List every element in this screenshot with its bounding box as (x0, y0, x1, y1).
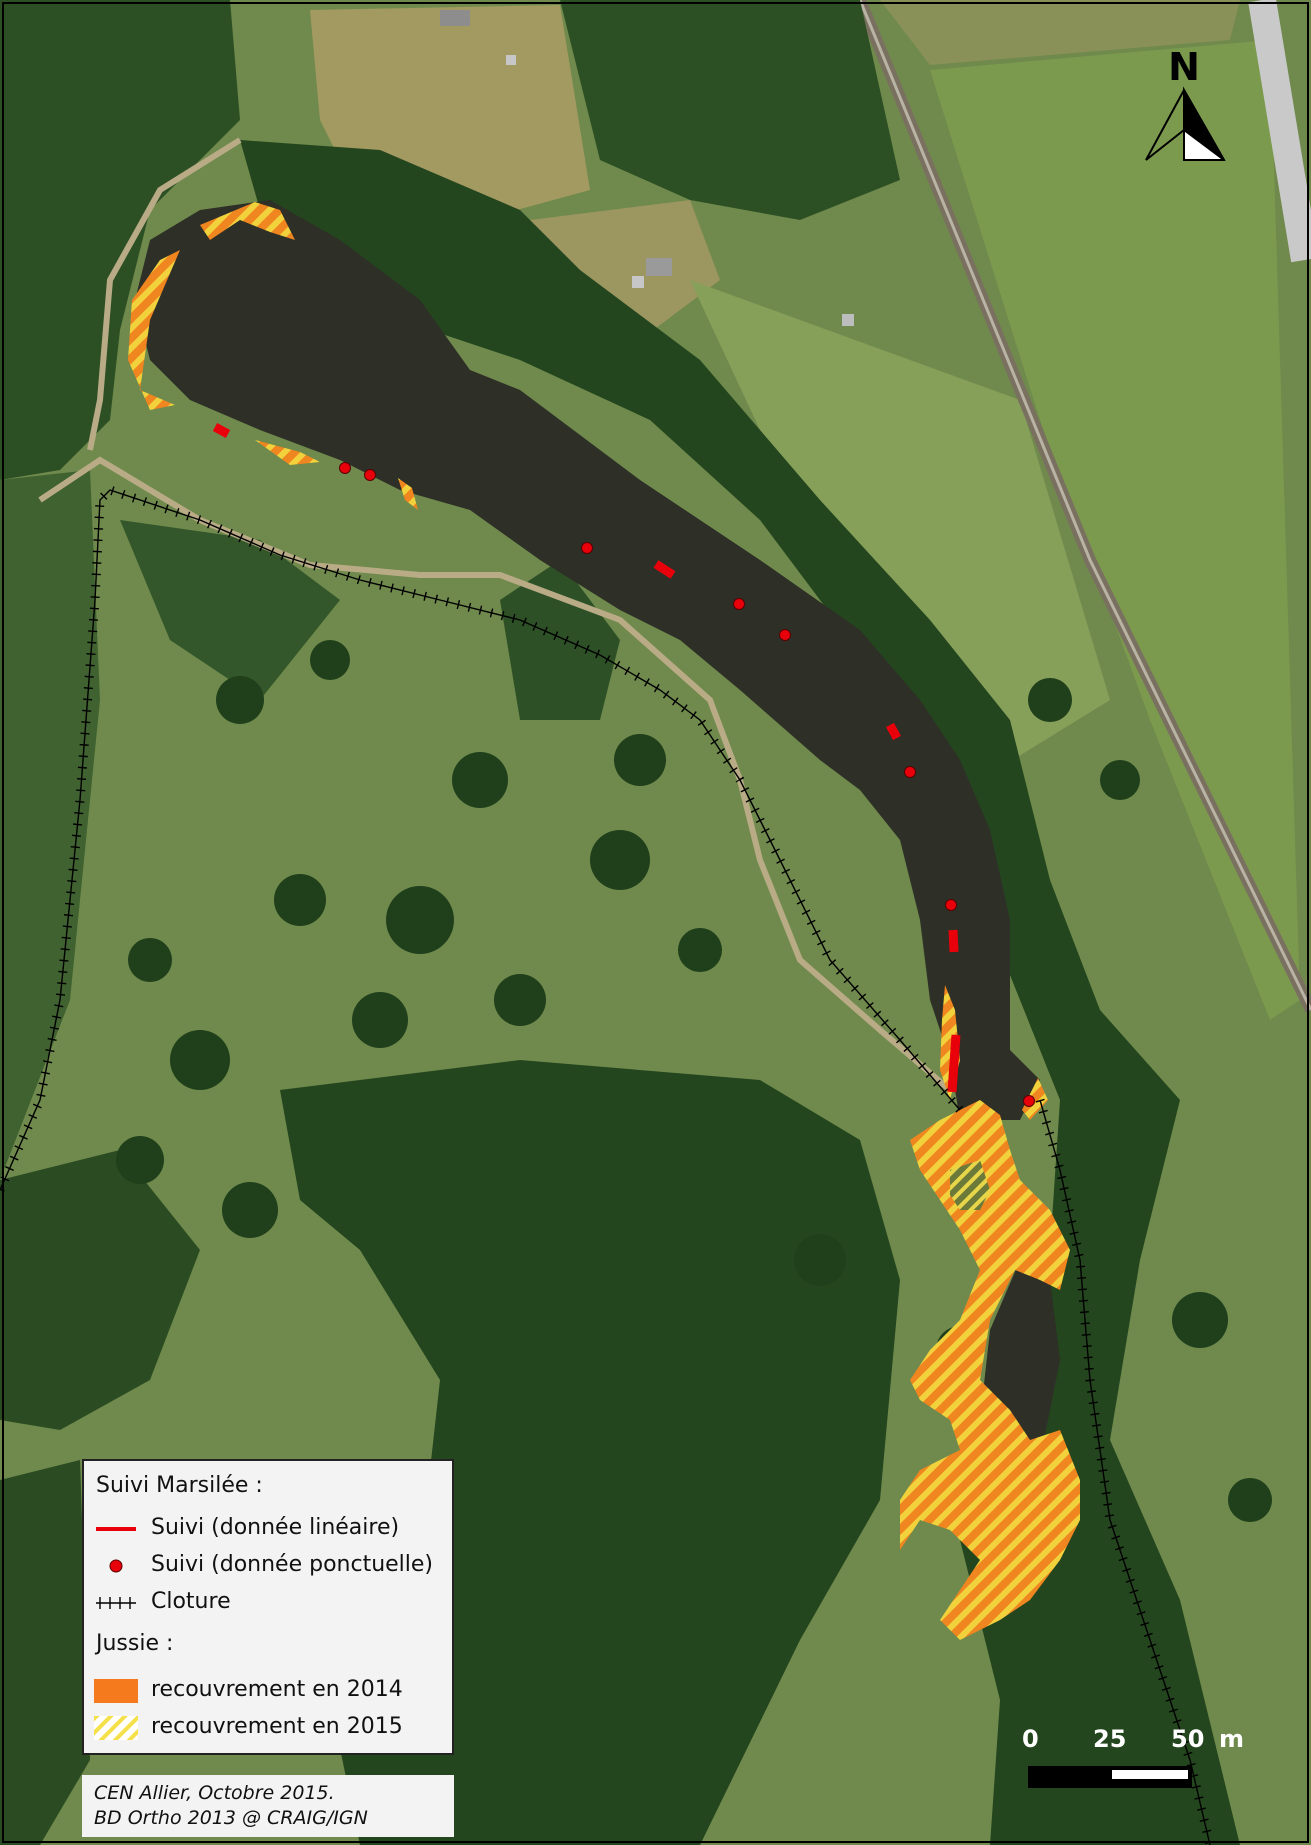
legend-item-jussie-2014: recouvrement en 2014 (84, 1675, 452, 1709)
highway (1248, 0, 1311, 263)
scale-label-50: 50 (1171, 1725, 1205, 1753)
fence-west (0, 489, 961, 1191)
field-northeast (880, 0, 1240, 65)
suivi-lineaire (212, 423, 961, 1093)
field-east (930, 40, 1300, 1020)
north-arrow-label: N (1168, 45, 1200, 89)
legend-label: Suivi (donnée linéaire) (151, 1515, 400, 1540)
legend-item-suivi-ponctuelle: Suivi (donnée ponctuelle) (84, 1550, 452, 1584)
scattered-trees (116, 640, 1272, 1522)
legend-title-marsilee: Suivi Marsilée : (96, 1473, 263, 1498)
fence-icon (96, 1597, 136, 1609)
map-credits: CEN Allier, Octobre 2015. BD Ortho 2013 … (82, 1775, 454, 1837)
scale-label-25: 25 (1093, 1725, 1127, 1753)
jussie-2015-green-patch (950, 1160, 990, 1210)
red-line-icon (96, 1527, 136, 1531)
legend-label: recouvrement en 2015 (151, 1714, 403, 1739)
pond (135, 200, 1040, 1120)
legend-item-jussie-2015: recouvrement en 2015 (84, 1712, 452, 1746)
dirt-path-north (87, 137, 242, 451)
red-dot-icon (109, 1559, 123, 1573)
yellow-hatch-icon (94, 1716, 138, 1740)
fence-east (1039, 1099, 1211, 1845)
grass-central (690, 280, 1110, 780)
legend-item-cloture: Cloture (84, 1587, 452, 1621)
suivi-ponctuelle (339, 462, 1035, 1107)
north-arrow: N (1145, 45, 1226, 161)
legend-item-suivi-lineaire: Suivi (donnée linéaire) (84, 1513, 452, 1547)
forest-northwest (0, 0, 240, 480)
forest-west-strip (0, 470, 100, 1180)
legend-label: Cloture (151, 1589, 231, 1614)
scale-label-0: 0 (1022, 1725, 1039, 1753)
credit-line-1: CEN Allier, Octobre 2015. (94, 1782, 335, 1804)
credit-line-2: BD Ortho 2013 @ CRAIG/IGN (94, 1807, 368, 1829)
scale-bar (1028, 1766, 1192, 1788)
legend-label: recouvrement en 2014 (151, 1677, 403, 1702)
scale-unit: m (1219, 1725, 1245, 1753)
map-legend: Suivi Marsilée : Suivi (donnée linéaire)… (82, 1459, 454, 1755)
orange-fill-icon (94, 1679, 138, 1703)
railway-track (858, 0, 1311, 1011)
legend-title-jussie: Jussie : (96, 1631, 174, 1656)
jussie-2014-polygon (900, 1100, 1080, 1640)
legend-label: Suivi (donnée ponctuelle) (151, 1552, 434, 1577)
